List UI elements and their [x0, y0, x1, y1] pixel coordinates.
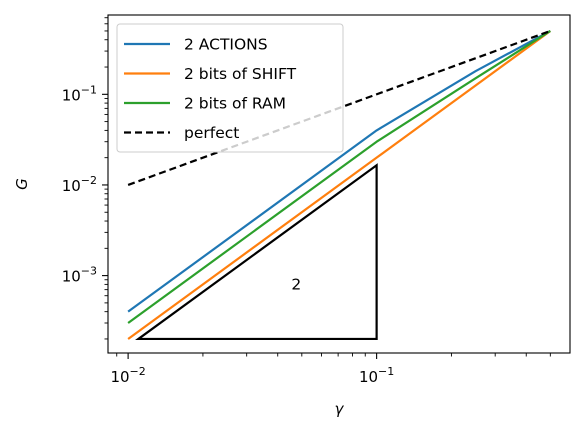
legend-label-2: 2 bits of SHIFT	[184, 65, 297, 83]
axis-layer: 10−2 10−1 10−3 10−2 10−1	[62, 17, 551, 386]
slope-triangle	[135, 163, 378, 341]
plot-frame	[107, 14, 571, 354]
annotation-layer: 2	[135, 163, 378, 341]
legend: 2 ACTIONS 2 bits of SHIFT 2 bits of RAM per…	[116, 23, 344, 153]
y-axis-label: G	[13, 178, 31, 190]
x-tick-label-2: 10−1	[359, 365, 394, 386]
series-line-1	[127, 29, 551, 313]
y-tick-label-3: 10−1	[62, 83, 97, 104]
legend-box	[116, 23, 344, 153]
y-tick-label-1: 10−3	[62, 265, 97, 286]
series-line-2	[127, 30, 551, 340]
slope-label: 2	[291, 275, 301, 293]
y-tick-label-2: 10−2	[62, 174, 97, 195]
x-axis-label: γ	[335, 400, 345, 418]
series-line-3	[127, 30, 551, 324]
x-tick-label-1: 10−2	[110, 365, 145, 386]
legend-label-3: 2 bits of RAM	[184, 95, 286, 113]
legend-label-1: 2 ACTIONS	[184, 36, 268, 54]
legend-label-4: perfect	[184, 124, 239, 142]
